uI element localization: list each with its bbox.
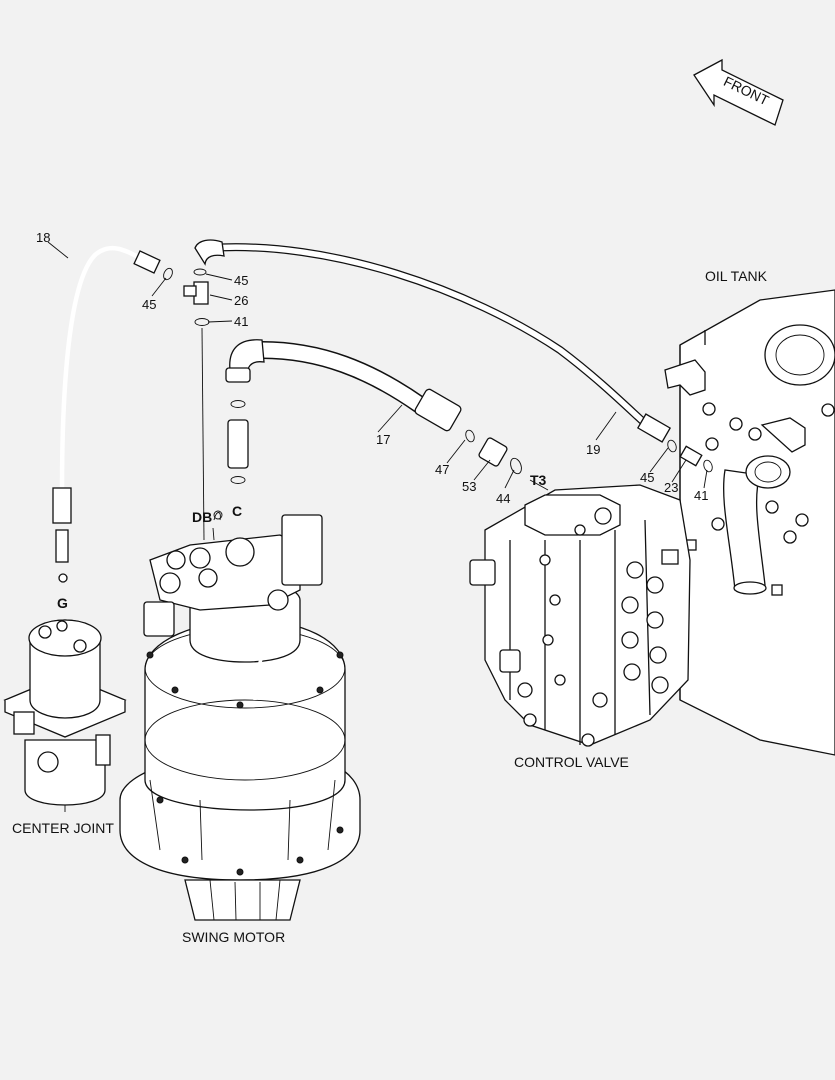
callout-53: 53 (462, 479, 476, 494)
callout-numbers: 18 45 45 26 41 17 19 47 53 44 45 23 41 (36, 230, 708, 506)
seal-rings (163, 267, 713, 475)
callout-26: 26 (234, 293, 248, 308)
control-valve: CONTROL VALVE (469, 479, 691, 770)
callout-19: 19 (586, 442, 600, 457)
callout-17: 17 (376, 432, 390, 447)
port-c-label: C (232, 503, 242, 519)
center-joint: CENTER JOINT (3, 619, 127, 836)
port-db-label: DB (192, 509, 212, 525)
oil-tank-label: OIL TANK (705, 268, 768, 284)
hose-18 (52, 245, 161, 583)
center-joint-label: CENTER JOINT (12, 820, 114, 836)
port-g-label: G (57, 595, 68, 611)
swing-motor-label: SWING MOTOR (182, 929, 285, 945)
oil-tank: OIL TANK (664, 268, 835, 756)
callout-41-tank: 41 (694, 488, 708, 503)
hose-19 (194, 239, 703, 467)
port-labels: DB C G T3 (57, 472, 547, 611)
swing-motor: SWING MOTOR (119, 510, 361, 945)
tee-fitting-26 (183, 268, 210, 541)
front-direction-arrow: FRONT (693, 58, 784, 126)
callout-23: 23 (664, 480, 678, 495)
callout-47: 47 (435, 462, 449, 477)
leader-lines (47, 241, 708, 541)
callout-18: 18 (36, 230, 50, 245)
hose-17 (225, 339, 508, 467)
callout-41-tee: 41 (234, 314, 248, 329)
c-port-adapter (227, 400, 249, 484)
port-t3-label: T3 (530, 472, 547, 488)
control-valve-label: CONTROL VALVE (514, 754, 629, 770)
callout-45-left: 45 (142, 297, 156, 312)
callout-44: 44 (496, 491, 510, 506)
callout-45-tank: 45 (640, 470, 654, 485)
callout-45-tee: 45 (234, 273, 248, 288)
